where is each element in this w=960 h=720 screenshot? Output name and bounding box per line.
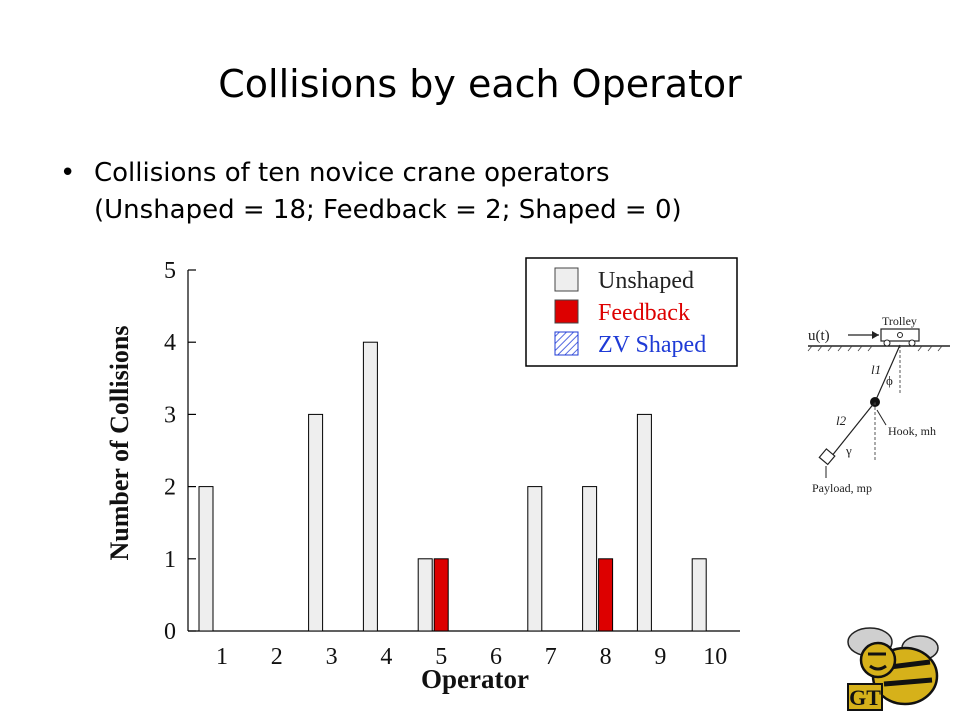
trolley-wheel-right bbox=[908, 339, 916, 347]
logo-head bbox=[859, 641, 897, 679]
bullet-text-line-2: (Unshaped = 18; Feedback = 2; Shaped = 0… bbox=[94, 195, 682, 225]
trolley-pivot bbox=[897, 332, 903, 338]
x-tick-label: 3 bbox=[326, 644, 338, 670]
bar-unshaped-operator-1 bbox=[198, 486, 214, 632]
x-tick-label: 9 bbox=[654, 644, 666, 670]
x-tick-label: 6 bbox=[490, 644, 502, 670]
x-tick-label: 10 bbox=[703, 644, 727, 670]
bullet-text-line-1: Collisions of ten novice crane operators bbox=[94, 158, 610, 188]
logo-text: GT bbox=[849, 685, 881, 710]
hook-pointer bbox=[876, 409, 887, 426]
force-arrow-head bbox=[872, 331, 879, 339]
bar-unshaped-operator-7 bbox=[527, 486, 543, 632]
payload-label: Payload, mp bbox=[812, 481, 872, 495]
logo-letters-bg bbox=[847, 683, 883, 711]
legend-label-feedback: Feedback bbox=[598, 300, 690, 326]
bar-unshaped-operator-8 bbox=[582, 486, 598, 632]
bar-unshaped-operator-5 bbox=[417, 558, 433, 632]
x-tick-label: 4 bbox=[380, 644, 392, 670]
l2-label: l2 bbox=[836, 413, 847, 428]
legend-label-zv-shaped: ZV Shaped bbox=[598, 332, 706, 358]
legend-swatch-feedback bbox=[554, 299, 579, 324]
gamma-label: γ bbox=[845, 443, 852, 458]
y-tick-label: 4 bbox=[164, 330, 176, 356]
bars bbox=[198, 341, 707, 632]
phi-label: ϕ bbox=[886, 373, 893, 388]
bar-unshaped-operator-10 bbox=[691, 558, 707, 632]
cable-1 bbox=[874, 344, 901, 403]
hook-label: Hook, mh bbox=[888, 424, 936, 438]
y-tick-label: 5 bbox=[164, 258, 176, 284]
y-tick-label: 0 bbox=[164, 619, 176, 645]
trolley-label: Trolley bbox=[882, 314, 917, 328]
y-axis-label: Number of Collisions bbox=[105, 326, 134, 561]
legend-swatch-unshaped bbox=[554, 267, 579, 292]
cable-2 bbox=[830, 401, 876, 458]
bullet-dot: • bbox=[60, 158, 76, 188]
rail-hatching bbox=[807, 345, 943, 352]
y-tick-label: 2 bbox=[164, 475, 176, 501]
bar-unshaped-operator-4 bbox=[362, 341, 378, 632]
x-tick-label: 8 bbox=[600, 644, 612, 670]
bar-feedback-operator-5 bbox=[433, 558, 449, 632]
trolley-wheel-left bbox=[883, 339, 891, 347]
bar-feedback-operator-8 bbox=[598, 558, 614, 632]
l1-label: l1 bbox=[871, 362, 881, 377]
slide-title: Collisions by each Operator bbox=[218, 62, 742, 106]
legend-swatch-zv-shaped bbox=[554, 331, 579, 356]
bar-unshaped-operator-9 bbox=[636, 413, 652, 632]
x-axis-label: Operator bbox=[421, 664, 529, 694]
x-tick-label: 1 bbox=[216, 644, 228, 670]
logo-face bbox=[868, 652, 887, 671]
y-tick-label: 3 bbox=[164, 402, 176, 428]
x-tick-label: 7 bbox=[545, 644, 557, 670]
gt-logo: GT bbox=[847, 627, 939, 711]
x-ticks: 1 2 3 4 5 6 7 8 9 10 bbox=[216, 644, 727, 670]
crane-diagram: u(t) Trolley l1 ϕ l2 γ Hook, mh Payload,… bbox=[807, 314, 950, 495]
input-label: u(t) bbox=[808, 328, 830, 344]
bar-unshaped-operator-3 bbox=[308, 413, 324, 632]
legend-label-unshaped: Unshaped bbox=[598, 268, 694, 294]
x-tick-label: 5 bbox=[435, 644, 447, 670]
y-tick-label: 1 bbox=[164, 547, 176, 573]
y-ticks: 0 1 2 3 4 5 bbox=[164, 258, 196, 645]
x-tick-label: 2 bbox=[271, 644, 283, 670]
payload-box bbox=[818, 448, 836, 466]
